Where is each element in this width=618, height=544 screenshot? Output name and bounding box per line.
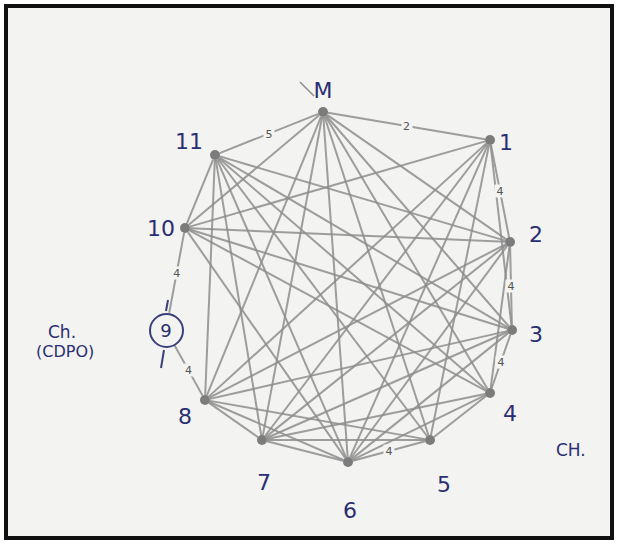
pen-stroke — [166, 300, 168, 311]
photo-frame — [6, 6, 612, 538]
tie-line — [189, 230, 485, 390]
tie-line — [267, 332, 508, 438]
tie-line — [353, 441, 425, 460]
tie-weight: 4 — [506, 280, 517, 293]
pen-stroke — [161, 350, 164, 368]
tie-line — [210, 331, 507, 399]
node-label: 10 — [147, 216, 175, 241]
tie-weight: 4 — [495, 185, 506, 198]
tie-line — [219, 158, 507, 328]
tie-line — [218, 159, 427, 436]
annotation: (CDPO) — [36, 342, 94, 361]
tie-weight: 2 — [401, 120, 412, 133]
tie-line — [492, 335, 511, 389]
tie-line — [216, 160, 261, 435]
member-node: 3 — [507, 325, 517, 335]
tie-line — [210, 402, 344, 460]
node-label: 6 — [343, 498, 357, 523]
tie-line — [175, 345, 203, 395]
node-label: 1 — [499, 130, 513, 155]
tie-line — [352, 395, 485, 460]
tie-weight: 4 — [171, 266, 182, 279]
node-label: 7 — [257, 470, 271, 495]
circled-node: 9 — [149, 313, 184, 348]
node-label: 9 — [160, 320, 171, 341]
tie-weight: 4 — [496, 355, 507, 368]
tie-line — [323, 117, 347, 457]
tie-line — [220, 114, 319, 153]
pencil-stroke — [300, 82, 314, 96]
member-node: 4 — [485, 388, 495, 398]
tie-line — [491, 247, 510, 388]
tie-line — [265, 144, 487, 436]
tie-weight: 4 — [183, 364, 194, 377]
tie-line — [220, 156, 505, 240]
tie-line — [210, 401, 425, 439]
node-label: 11 — [175, 129, 203, 154]
tie-line — [169, 233, 184, 313]
member-node: 7 — [257, 435, 267, 445]
member-node: 8 — [200, 395, 210, 405]
member-node: 10 — [180, 223, 190, 233]
tie-weight: 5 — [264, 127, 275, 140]
tie-line — [190, 228, 505, 242]
tie-line — [205, 160, 215, 395]
member-node: 1 — [485, 135, 495, 145]
tie-line — [328, 113, 485, 139]
node-label: 4 — [503, 401, 517, 426]
tie-line — [190, 141, 485, 226]
tie-line — [209, 244, 505, 397]
member-node: 2 — [505, 237, 515, 247]
member-node: 11 — [210, 150, 220, 160]
tie-line — [267, 439, 425, 441]
node-label: 2 — [529, 222, 543, 247]
annotation: CH. — [556, 440, 586, 460]
tie-line — [190, 229, 507, 328]
node-label: 3 — [529, 322, 543, 347]
tie-line — [266, 245, 506, 437]
node-label: 5 — [437, 472, 451, 497]
node-label: 8 — [178, 404, 192, 429]
member-node: 6 — [343, 457, 353, 467]
tie-line — [491, 145, 512, 325]
tie-weight: 4 — [384, 445, 395, 458]
node-label: M — [314, 78, 333, 103]
tie-line — [187, 160, 213, 224]
annotation: Ch. — [48, 322, 76, 342]
tie-line — [431, 145, 489, 435]
member-node: M — [318, 107, 328, 117]
tie-line — [209, 403, 258, 437]
member-node: 5 — [425, 435, 435, 445]
